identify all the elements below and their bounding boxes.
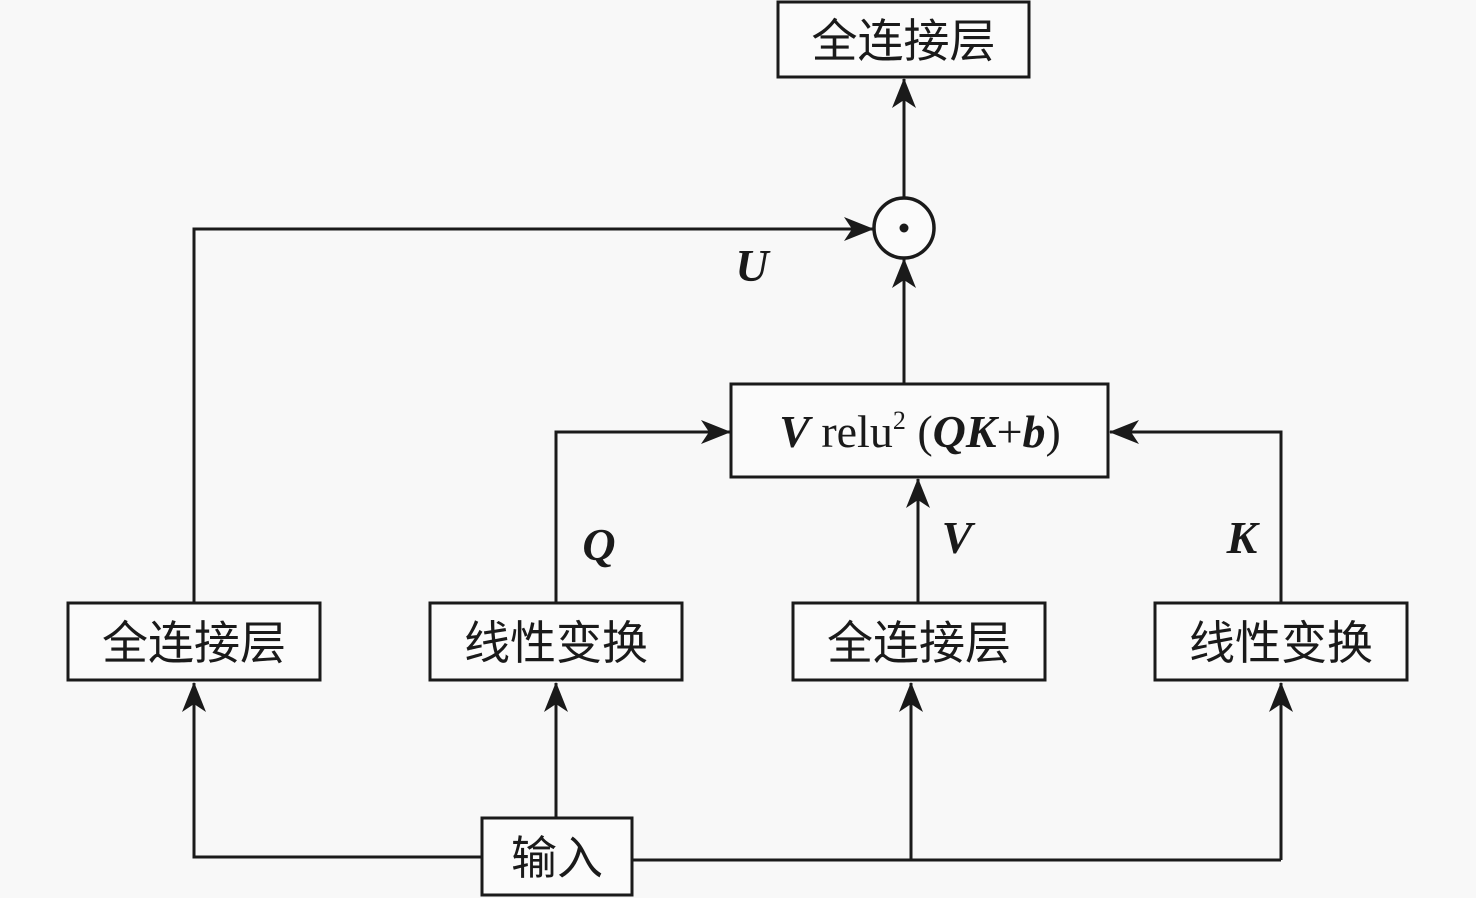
node-linear-q-label: 线性变换	[464, 616, 648, 670]
hadamard-dot-icon	[899, 223, 909, 233]
edge-label-u: U	[735, 240, 771, 291]
node-fc-v: 全连接层	[791, 601, 1047, 682]
node-input: 输入	[480, 816, 634, 897]
attention-b: b	[1023, 406, 1046, 457]
node-input-label: 输入	[511, 831, 603, 885]
node-linear-k-label: 线性变换	[1189, 616, 1373, 670]
node-output-fc: 全连接层	[776, 0, 1031, 79]
attention-v: V	[779, 406, 813, 457]
node-fc-u: 全连接层	[66, 601, 322, 682]
node-linear-k: 线性变换	[1153, 601, 1409, 682]
edge-label-q: Q	[582, 519, 615, 570]
edge-label-k: K	[1226, 512, 1261, 563]
node-output-fc-label: 全连接层	[812, 14, 996, 68]
edge-fc-u-to-hadamard	[192, 217, 874, 603]
attention-close-paren: )	[1046, 406, 1061, 457]
node-attention: V relu2 (QK+b)	[729, 382, 1110, 479]
edge-label-v: V	[942, 512, 976, 563]
node-fc-v-label: 全连接层	[827, 616, 1011, 670]
node-linear-q: 线性变换	[428, 601, 684, 682]
node-fc-u-label: 全连接层	[102, 616, 286, 670]
attention-sup: 2	[893, 406, 906, 435]
attention-fn: relu	[810, 406, 893, 457]
attention-k: K	[965, 406, 1000, 457]
node-hadamard-product	[872, 196, 936, 260]
edge-linear-k-to-attention	[1109, 420, 1283, 603]
attention-formula: V relu2 (QK+b)	[779, 406, 1061, 457]
attention-plus: +	[997, 406, 1023, 457]
attention-q: Q	[933, 406, 966, 457]
edge-input-to-fc-u	[182, 682, 483, 859]
edge-linear-q-to-attention	[554, 420, 731, 603]
attention-open-paren: (	[906, 406, 933, 457]
